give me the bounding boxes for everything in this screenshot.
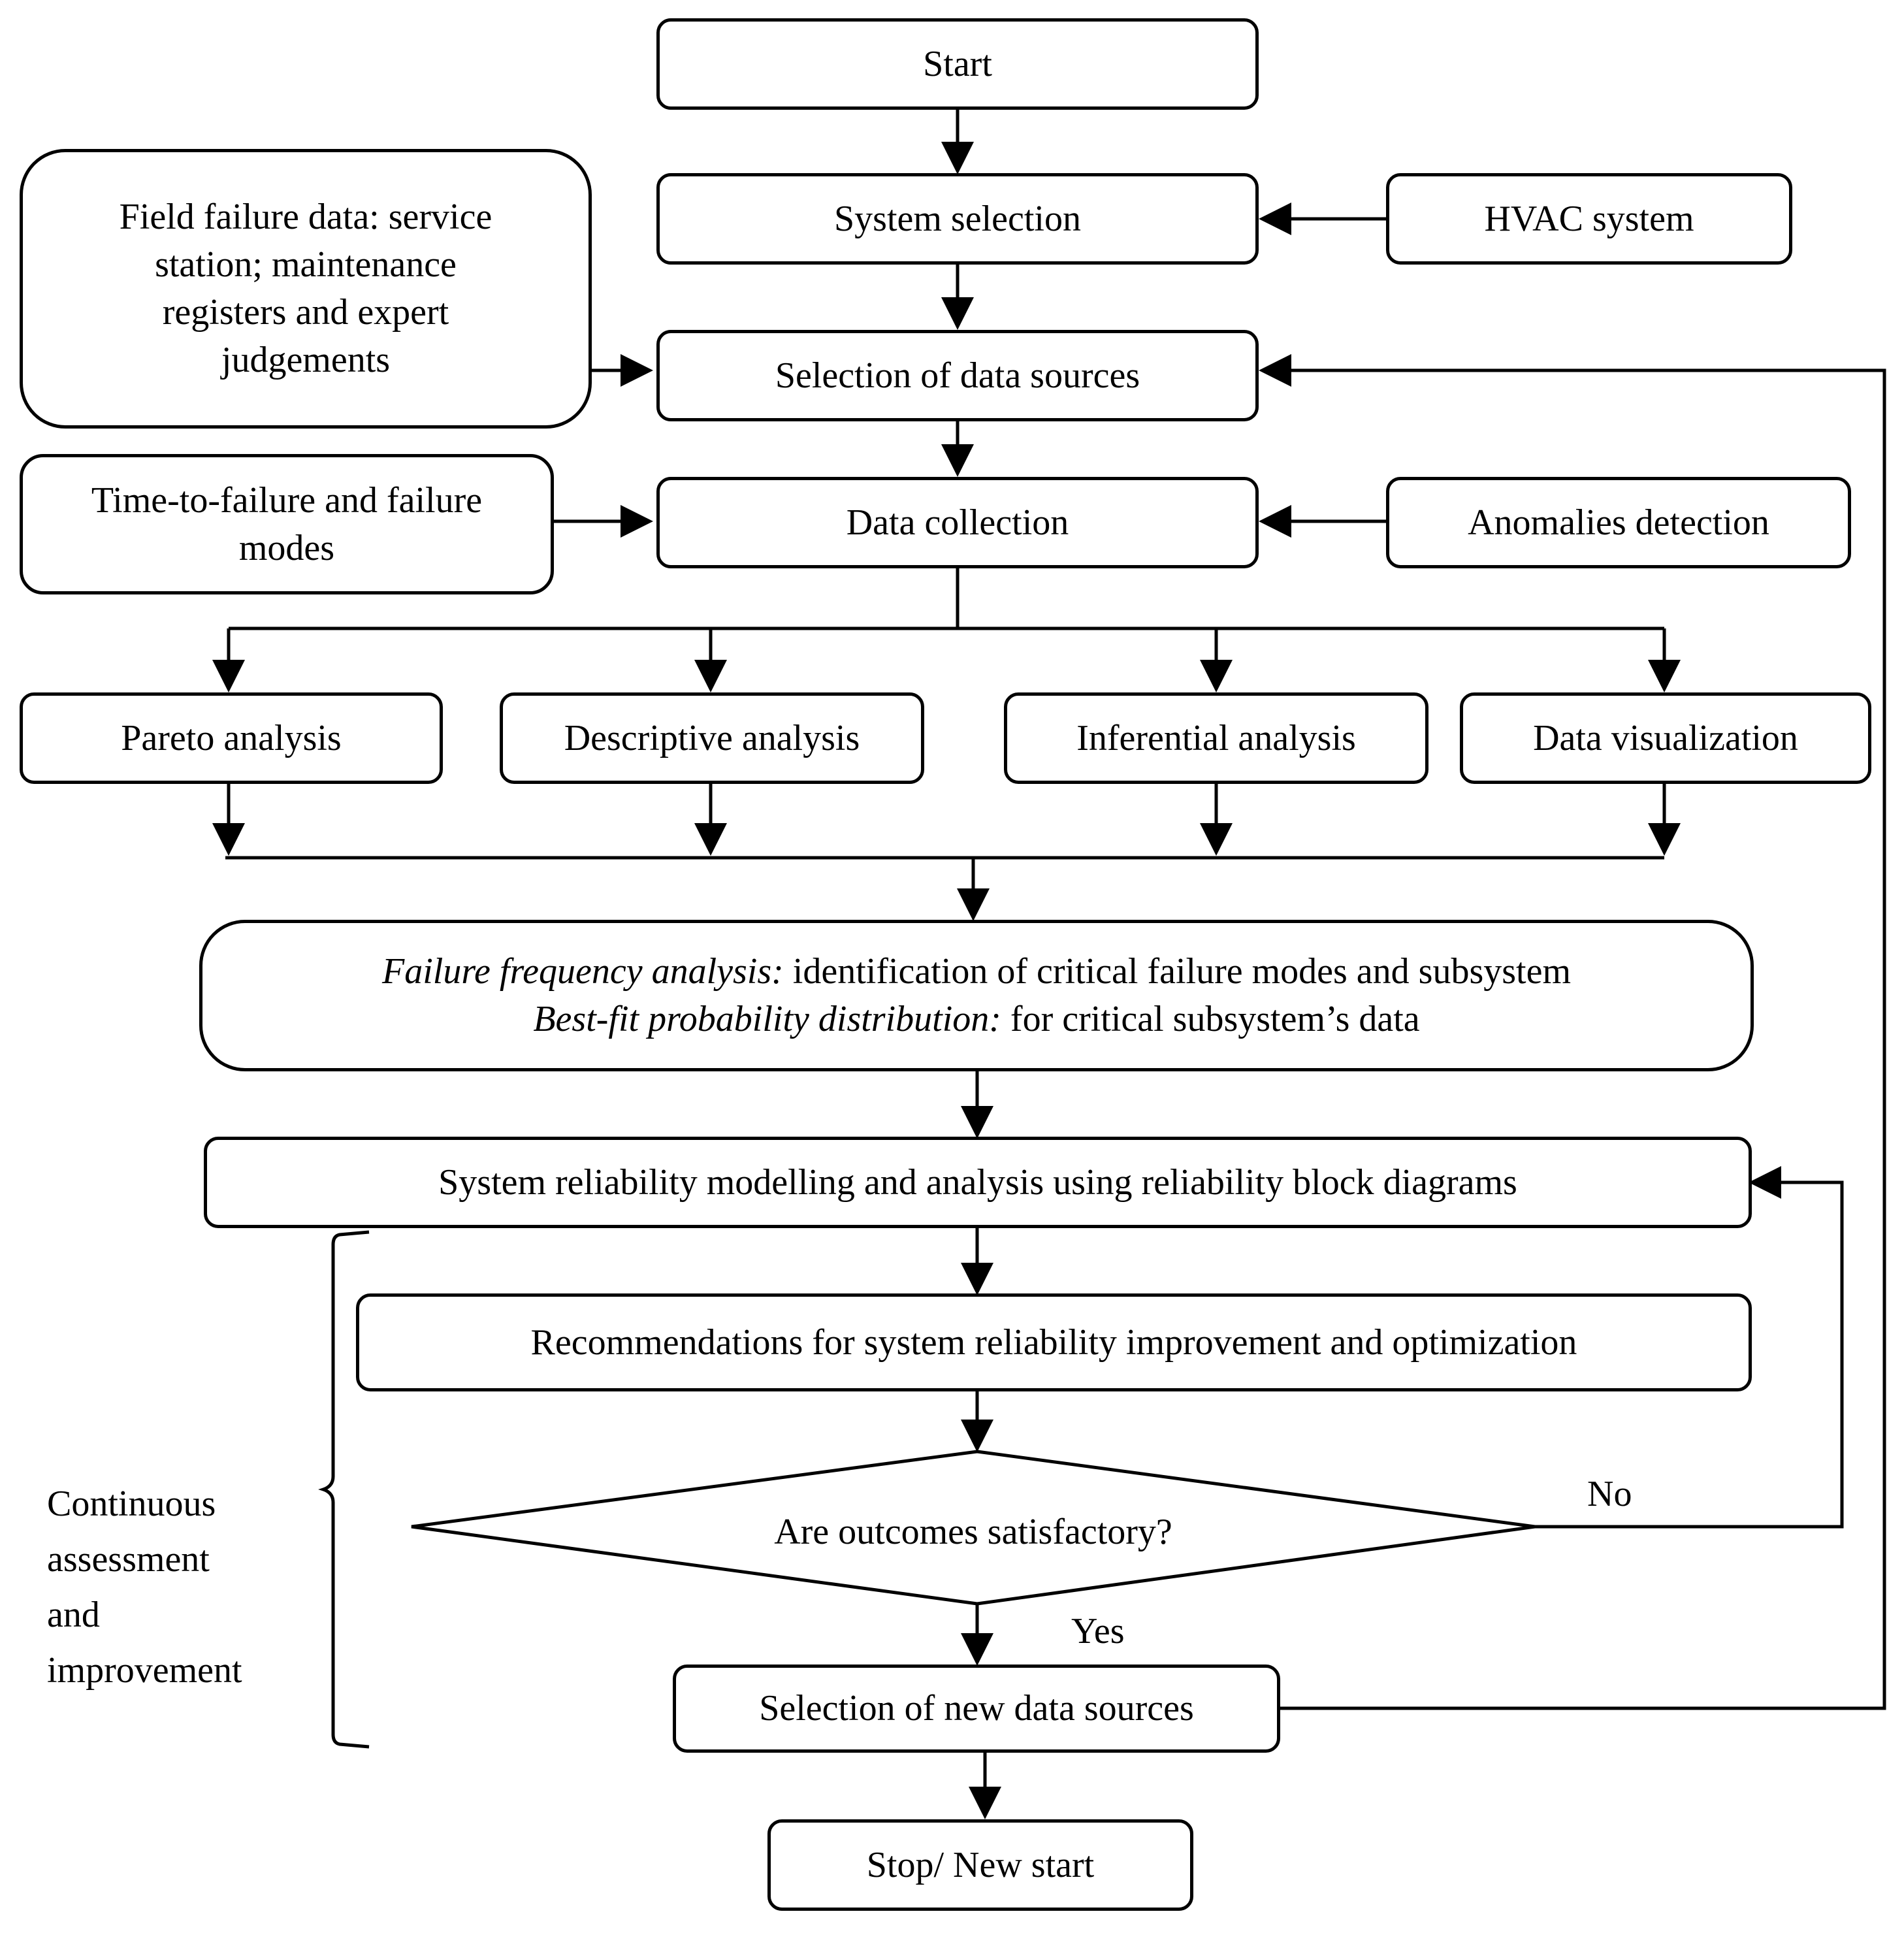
field-failure-data-line-3: registers and expert bbox=[162, 292, 449, 333]
failure-frequency-node: Failure frequency analysis: identificati… bbox=[199, 920, 1754, 1071]
system-selection-node: System selection bbox=[656, 173, 1259, 265]
data-collection-label: Data collection bbox=[846, 502, 1069, 543]
start-label: Start bbox=[923, 43, 992, 84]
time-to-failure-line-2: modes bbox=[238, 527, 335, 568]
system-reliability-node: System reliability modelling and analysi… bbox=[204, 1137, 1752, 1228]
bracket-label-line-1: Continuous bbox=[47, 1484, 216, 1524]
data-visualization-label: Data visualization bbox=[1533, 717, 1798, 758]
stop-new-start-label: Stop/ New start bbox=[866, 1844, 1095, 1885]
hvac-system-node: HVAC system bbox=[1386, 173, 1792, 265]
descriptive-analysis-node: Descriptive analysis bbox=[500, 692, 924, 784]
bracket-label-line-3: and bbox=[47, 1595, 100, 1635]
decision-diamond bbox=[411, 1450, 1536, 1606]
bracket-label-line-4: improvement bbox=[47, 1650, 242, 1691]
anomalies-detection-node: Anomalies detection bbox=[1386, 477, 1851, 568]
descriptive-analysis-label: Descriptive analysis bbox=[564, 717, 860, 758]
edge-new-sources-feedback bbox=[1259, 354, 1886, 1710]
edge-label-yes: Yes bbox=[1071, 1611, 1125, 1651]
bracket-label-line-2: assessment bbox=[47, 1539, 210, 1580]
stop-new-start-node: Stop/ New start bbox=[767, 1819, 1193, 1911]
pareto-analysis-node: Pareto analysis bbox=[20, 692, 443, 784]
failure-frequency-italic: Failure frequency analysis: bbox=[382, 951, 784, 992]
time-to-failure-node: Time-to-failure and failure modes bbox=[20, 454, 554, 594]
selection-of-new-data-sources-label: Selection of new data sources bbox=[759, 1688, 1194, 1729]
field-failure-data-node: Field failure data: service station; mai… bbox=[20, 149, 592, 429]
field-failure-data-line-4: judgements bbox=[221, 339, 391, 380]
time-to-failure-line-1: Time-to-failure and failure bbox=[91, 479, 483, 521]
bracket-label: Continuous assessment and improvement bbox=[47, 1476, 242, 1698]
failure-frequency-text: identification of critical failure modes… bbox=[783, 951, 1571, 992]
best-fit-italic: Best-fit probability distribution: bbox=[533, 999, 1001, 1039]
system-selection-label: System selection bbox=[834, 198, 1081, 239]
field-failure-data-line-1: Field failure data: service bbox=[119, 197, 492, 238]
pareto-analysis-label: Pareto analysis bbox=[121, 717, 342, 758]
system-reliability-label: System reliability modelling and analysi… bbox=[438, 1161, 1517, 1203]
selection-of-data-sources-label: Selection of data sources bbox=[775, 355, 1140, 396]
hvac-system-label: HVAC system bbox=[1484, 198, 1694, 239]
selection-of-data-sources-node: Selection of data sources bbox=[656, 330, 1259, 421]
data-visualization-node: Data visualization bbox=[1460, 692, 1871, 784]
best-fit-text: for critical subsystem’s data bbox=[1001, 999, 1420, 1039]
selection-of-new-data-sources-node: Selection of new data sources bbox=[673, 1665, 1280, 1753]
edge-label-no: No bbox=[1587, 1474, 1632, 1514]
recommendations-label: Recommendations for system reliability i… bbox=[530, 1322, 1577, 1363]
failure-frequency-line-2: Best-fit probability distribution: for c… bbox=[533, 996, 1419, 1043]
inferential-analysis-label: Inferential analysis bbox=[1076, 717, 1356, 758]
failure-frequency-line-1: Failure frequency analysis: identificati… bbox=[382, 948, 1571, 996]
field-failure-data-line-2: station; maintenance bbox=[155, 244, 457, 285]
decision-label: Are outcomes satisfactory? bbox=[774, 1512, 1172, 1552]
start-node: Start bbox=[656, 18, 1259, 110]
recommendations-node: Recommendations for system reliability i… bbox=[356, 1293, 1752, 1391]
data-collection-node: Data collection bbox=[656, 477, 1259, 568]
anomalies-detection-label: Anomalies detection bbox=[1468, 502, 1769, 543]
inferential-analysis-node: Inferential analysis bbox=[1004, 692, 1428, 784]
edge-decision-no bbox=[1535, 1166, 1844, 1529]
curly-bracket bbox=[318, 1230, 370, 1749]
